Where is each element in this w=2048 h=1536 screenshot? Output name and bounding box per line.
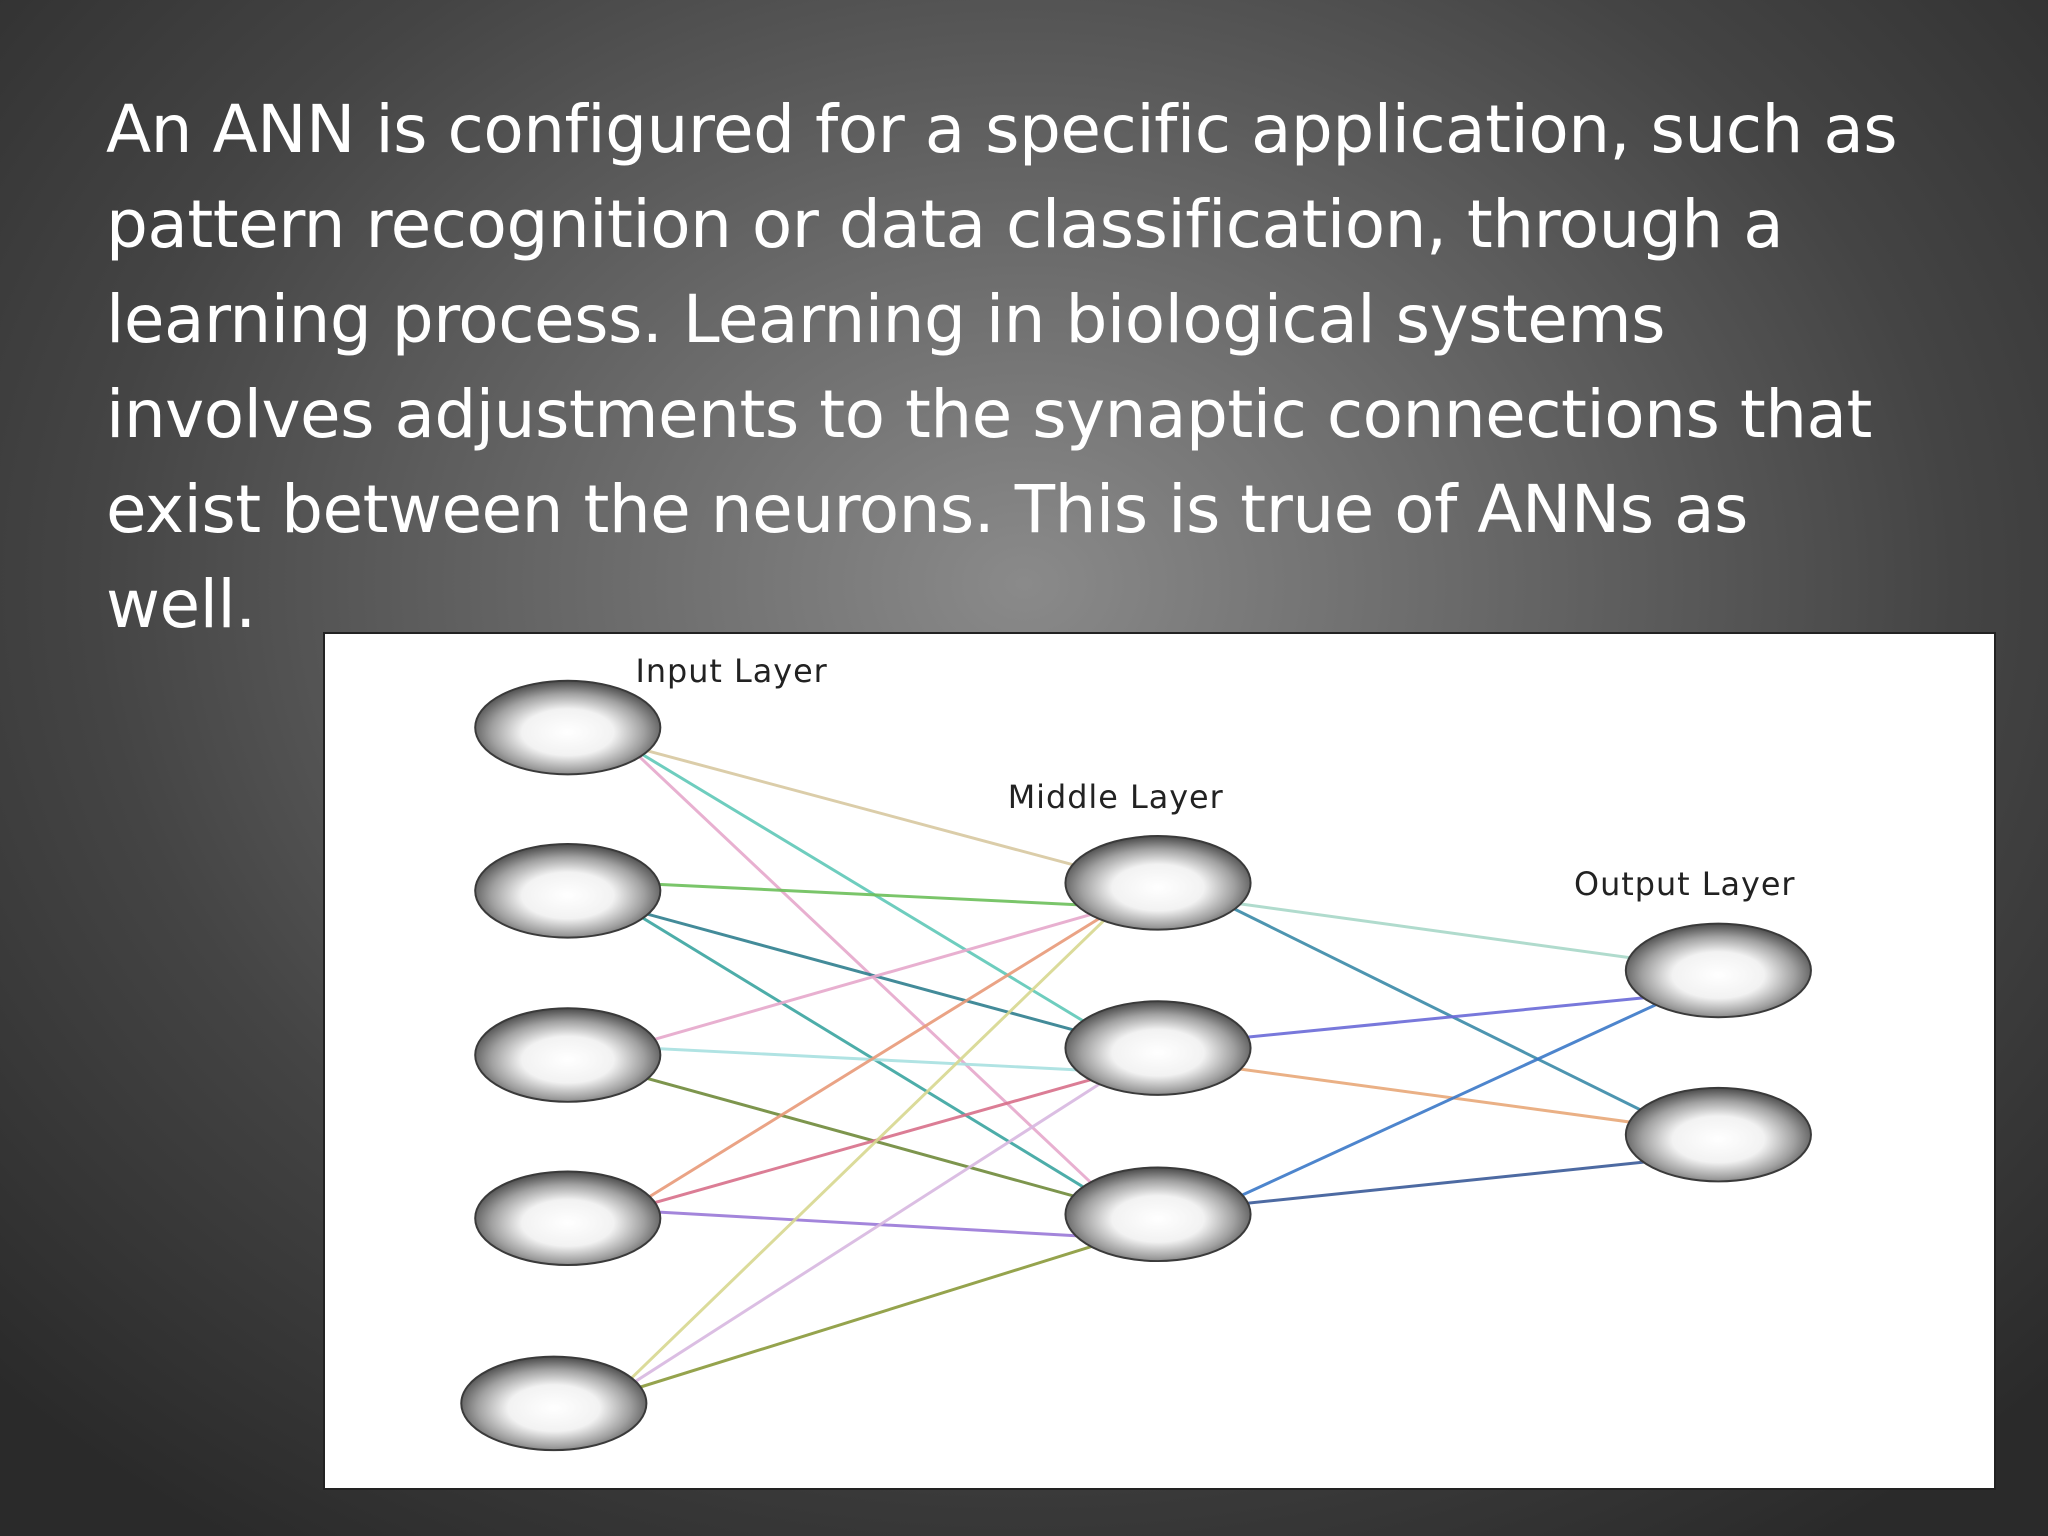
connection-input-4-to-middle-2 <box>627 1070 1119 1212</box>
middle-layer-label: Middle Layer <box>1008 778 1224 816</box>
connection-middle-2-to-output-1 <box>1217 992 1679 1042</box>
neural-network-svg: Input Layer Middle Layer Output Layer <box>460 652 1812 1452</box>
connection-input-4-to-middle-1 <box>626 905 1119 1212</box>
body-line-6: well. <box>106 566 256 643</box>
body-line-4: involves adjustments to the synaptic con… <box>106 376 1872 453</box>
middle-node-1 <box>1064 835 1252 931</box>
connection-middle-3-to-output-1 <box>1217 992 1680 1208</box>
input-node-1 <box>474 679 662 776</box>
connection-middle-2-to-output-2 <box>1217 1064 1679 1131</box>
connection-input-1-to-middle-1 <box>627 744 1119 879</box>
output-layer-label: Output Layer <box>1574 865 1795 903</box>
connection-middle-1-to-output-1 <box>1217 899 1679 966</box>
connection-input-5-to-middle-2 <box>612 1070 1119 1397</box>
slide-body-text: An ANN is configured for a specific appl… <box>106 82 1986 652</box>
connection-input-4-to-middle-3 <box>627 1208 1119 1240</box>
input-node-4 <box>474 1170 662 1267</box>
output-node-1 <box>1624 922 1812 1019</box>
connection-middle-1-to-output-2 <box>1217 899 1680 1131</box>
input-node-5 <box>460 1355 648 1452</box>
body-line-2: pattern recognition or data classificati… <box>106 186 1784 263</box>
input-node-3 <box>474 1007 662 1103</box>
connections-group <box>612 744 1680 1397</box>
middle-node-3 <box>1064 1166 1252 1263</box>
body-line-3: learning process. Learning in biological… <box>106 281 1666 358</box>
connection-input-5-to-middle-3 <box>613 1236 1119 1397</box>
output-node-2 <box>1624 1086 1812 1183</box>
nodes-group <box>460 679 1812 1452</box>
connection-input-5-to-middle-1 <box>612 905 1120 1397</box>
body-line-5: exist between the neurons. This is true … <box>106 471 1748 548</box>
body-line-1: An ANN is configured for a specific appl… <box>106 91 1898 168</box>
connection-input-3-to-middle-1 <box>627 905 1119 1049</box>
input-layer-label: Input Layer <box>635 652 827 690</box>
input-node-2 <box>474 843 662 939</box>
middle-node-2 <box>1064 1000 1252 1096</box>
connection-input-2-to-middle-1 <box>627 881 1119 909</box>
neural-network-diagram: Input Layer Middle Layer Output Layer <box>323 632 1996 1490</box>
connection-middle-3-to-output-2 <box>1217 1157 1679 1208</box>
